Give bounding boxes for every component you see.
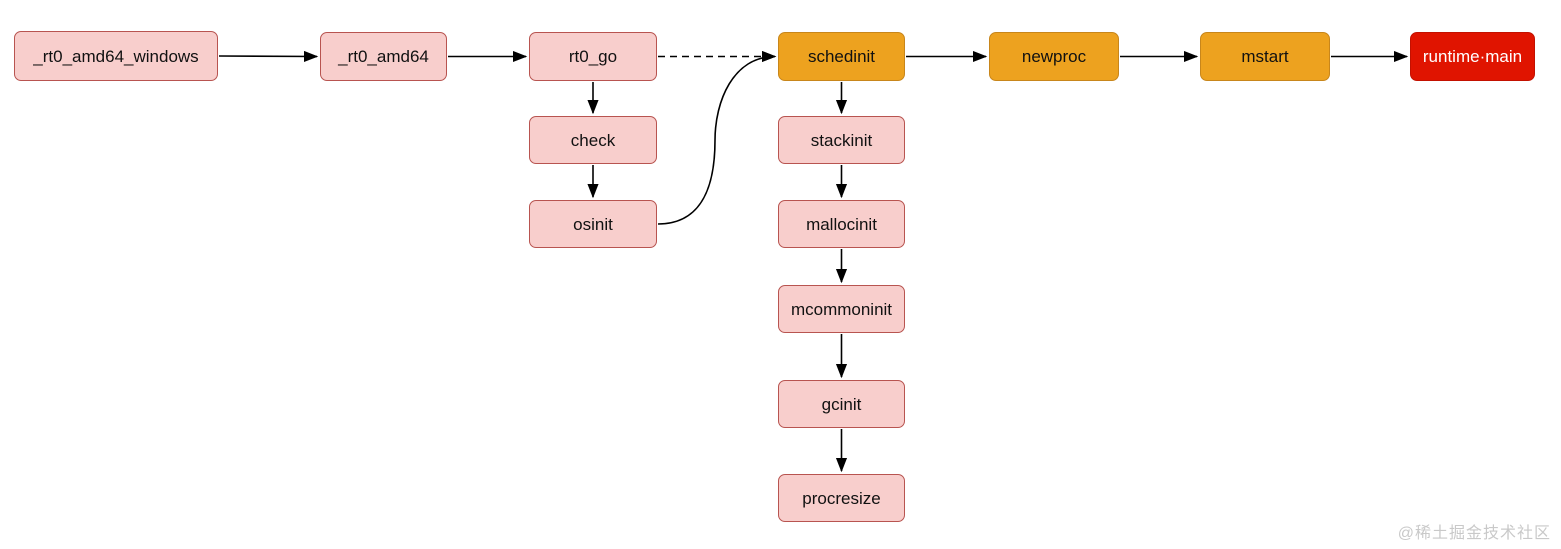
node-osinit: osinit [529, 200, 657, 248]
watermark: @稀土掘金技术社区 [1397, 525, 1551, 542]
node-gcinit: gcinit [778, 380, 905, 428]
node-procresize: procresize [778, 474, 905, 522]
edge-osinit-to-schedinit [657, 50, 777, 225]
node-mallocinit: mallocinit [778, 200, 905, 248]
node-_rt0_amd64_windows: _rt0_amd64_windows [14, 31, 218, 81]
node-newproc: newproc [989, 32, 1119, 81]
node-stackinit: stackinit [778, 116, 905, 164]
node-mstart: mstart [1200, 32, 1330, 81]
node-mcommoninit: mcommoninit [778, 285, 905, 333]
node-runtime_main: runtime·main [1410, 32, 1535, 81]
node-check: check [529, 116, 657, 164]
node-schedinit: schedinit [778, 32, 905, 81]
node-_rt0_amd64: _rt0_amd64 [320, 32, 447, 81]
node-rt0_go: rt0_go [529, 32, 657, 81]
edge-_rt0_amd64_windows-to-_rt0_amd64 [218, 50, 319, 63]
